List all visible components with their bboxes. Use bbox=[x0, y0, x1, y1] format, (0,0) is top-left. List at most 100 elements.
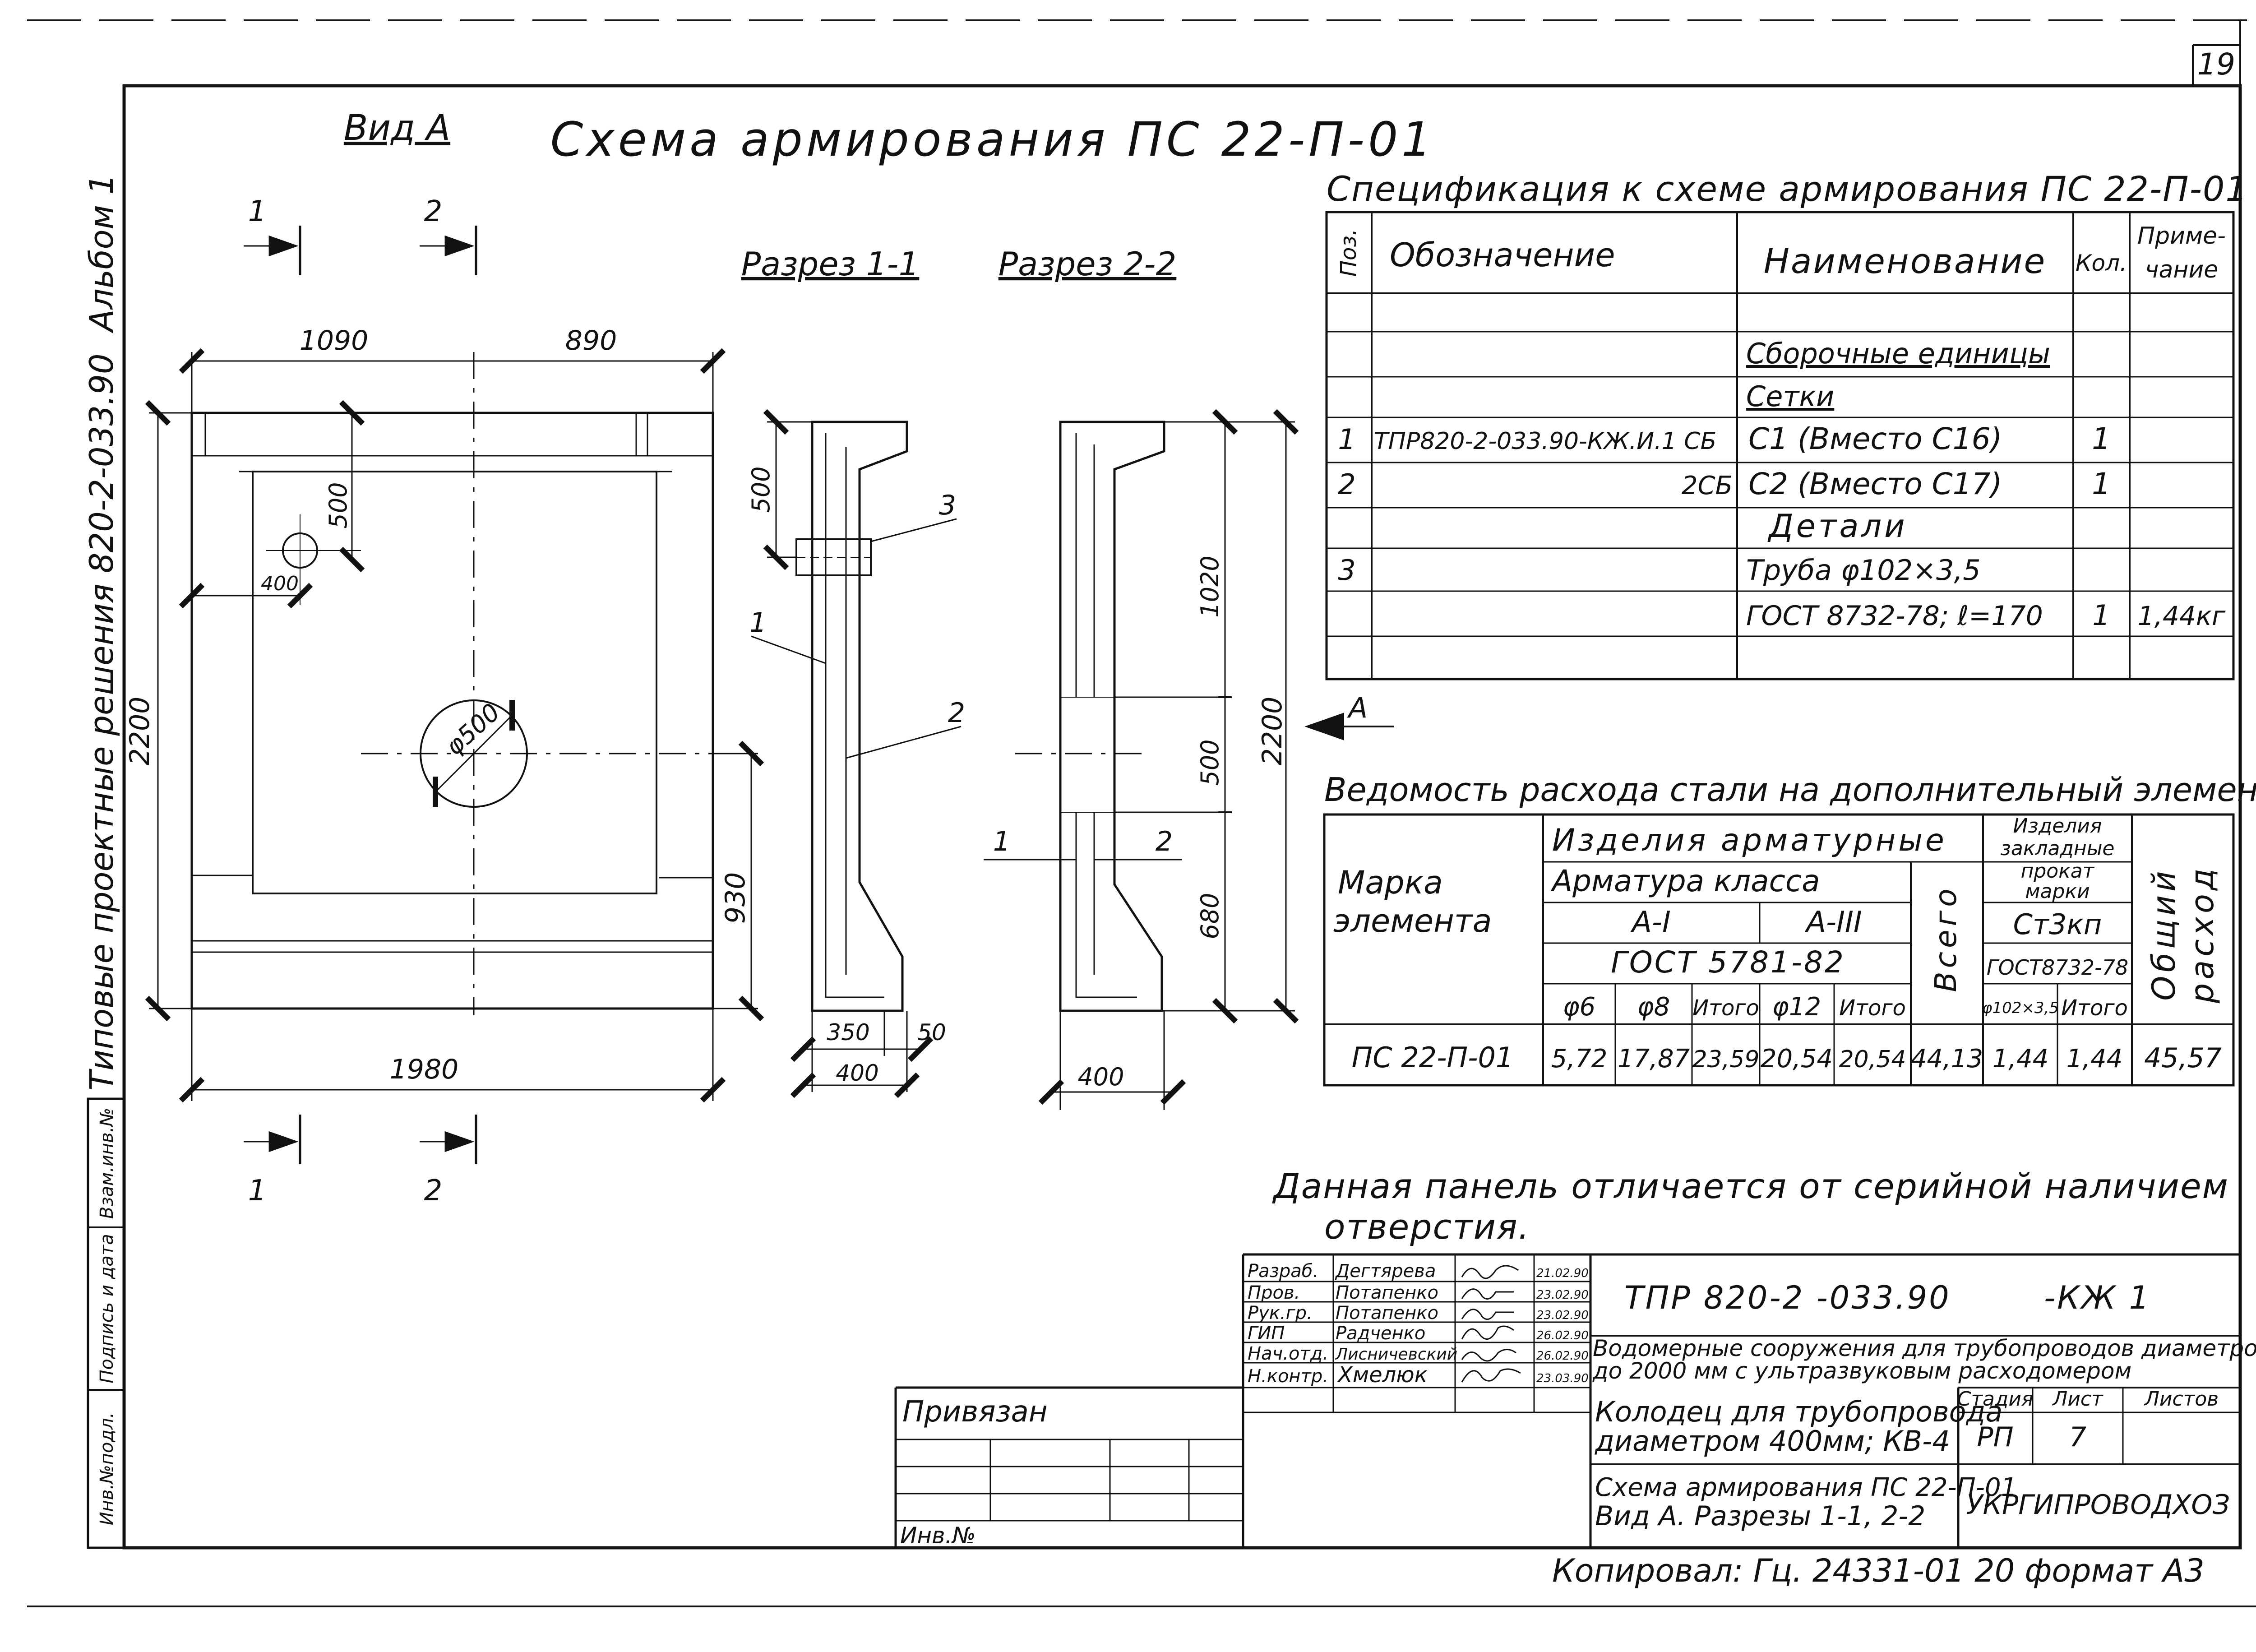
series-label: Типовые проектные решения 820-2-033.90 bbox=[83, 353, 120, 1090]
steel-val-f102: 1,44 bbox=[1992, 1044, 2049, 1074]
section1-callout-1: 1 bbox=[749, 607, 767, 639]
stamp-stage: РП bbox=[1977, 1421, 2013, 1453]
steel-mark-header1: Марка bbox=[1338, 864, 1443, 901]
steel-group-embedded2: закладные bbox=[2000, 837, 2114, 860]
steel-group-rolled1: прокат bbox=[2021, 860, 2095, 883]
stamp-project-line1: Водомерные сооружения для трубопроводов … bbox=[1593, 1335, 2256, 1361]
steel-title: Ведомость расхода стали на дополнительны… bbox=[1324, 771, 2256, 809]
stamp-name-3: Радченко bbox=[1336, 1323, 1425, 1344]
steel-total-all: Всего bbox=[1928, 885, 1963, 992]
view-a-arrow-label: A bbox=[1347, 691, 1368, 724]
steel-group-st3kp: Ст3кп bbox=[2013, 908, 2102, 941]
stamp-object-line2: диаметром 400мм; КВ-4 bbox=[1595, 1425, 1950, 1458]
steel-total-overall2: расход bbox=[2184, 865, 2221, 1004]
steel-val-total3: 1,44 bbox=[2066, 1044, 2123, 1074]
spec-header-note2: чание bbox=[2145, 256, 2218, 283]
stamp-sheet: 7 bbox=[2069, 1421, 2086, 1453]
steel-val-f8: 17,87 bbox=[1618, 1044, 1690, 1074]
main-title: Схема армирования ПС 22-П-01 bbox=[550, 112, 1435, 167]
spec-header-name: Наименование bbox=[1764, 241, 2047, 281]
spec-row-1-pos: 1 bbox=[1338, 423, 1355, 456]
steel-group-embedded1: Изделия bbox=[2013, 814, 2102, 838]
stamp-role-5: Н.контр. bbox=[1248, 1366, 1328, 1387]
spec-row-1-name: С1 (Вместо С16) bbox=[1748, 421, 2002, 456]
spec-row-2-qty: 1 bbox=[2092, 467, 2111, 501]
stamp-date-3: 26.02.90 bbox=[1536, 1329, 1589, 1342]
stamp-name-2: Потапенко bbox=[1336, 1303, 1438, 1323]
section2-callout-2: 2 bbox=[1156, 826, 1173, 857]
view-a-dim-400: 400 bbox=[261, 572, 299, 595]
stamp-role-1: Пров. bbox=[1248, 1282, 1300, 1303]
stamp-name-1: Потапенко bbox=[1336, 1282, 1438, 1303]
cut-mark-2-top: 2 bbox=[424, 195, 443, 228]
stamp-name-5: Хмелюк bbox=[1336, 1362, 1428, 1388]
section-1-1-title: Разрез 1-1 bbox=[741, 245, 920, 283]
stamp-stage-header: Стадия bbox=[1957, 1388, 2034, 1411]
spec-row-1-code: ТПР820-2-033.90-КЖ.И.1 СБ bbox=[1374, 428, 1716, 455]
steel-sub-f8: φ8 bbox=[1637, 992, 1670, 1022]
stamp-doc-code: ТПР 820-2 -033.90 bbox=[1624, 1279, 1951, 1316]
steel-val-f12: 20,54 bbox=[1761, 1044, 1833, 1074]
steel-val-f6: 5,72 bbox=[1551, 1044, 1608, 1074]
stamp-doc-suffix: -КЖ 1 bbox=[2044, 1279, 2151, 1316]
stamp-object-line1: Колодец для трубопровода bbox=[1595, 1395, 2002, 1428]
view-a-dim-1980: 1980 bbox=[390, 1054, 459, 1085]
spec-header-code: Обозначение bbox=[1390, 236, 1615, 274]
strip-cell-inv: Инв.№подл. bbox=[97, 1412, 117, 1526]
steel-val-total1: 23,59 bbox=[1692, 1046, 1760, 1073]
stamp-inv: Инв.№ bbox=[900, 1522, 975, 1549]
steel-group-gost: ГОСТ 5781-82 bbox=[1611, 945, 1845, 980]
spec-header-pos: Поз. bbox=[1336, 229, 1361, 277]
stamp-sheet-header: Лист bbox=[2052, 1388, 2103, 1411]
view-a-big-hole: φ500 bbox=[440, 698, 505, 761]
stamp-role-0: Разраб. bbox=[1248, 1261, 1318, 1282]
stamp-date-0: 21.02.90 bbox=[1536, 1267, 1589, 1280]
steel-table bbox=[1323, 813, 2235, 1087]
steel-row-mark: ПС 22-П-01 bbox=[1352, 1041, 1514, 1074]
section2-dim-2200: 2200 bbox=[1257, 697, 1288, 766]
spec-rows: Сборочные единицы Сетки 1 ТПР820-2-033.9… bbox=[1338, 337, 2226, 632]
page-number: 19 bbox=[2197, 47, 2235, 82]
sheet-frame bbox=[27, 19, 2256, 1607]
section-2-2-title: Разрез 2-2 bbox=[999, 245, 1177, 283]
section2-callout-1: 1 bbox=[993, 826, 1010, 857]
steel-group-gost2: ГОСТ8732-78 bbox=[1987, 955, 2128, 980]
stamp-date-4: 26.02.90 bbox=[1536, 1349, 1589, 1363]
album-label: Альбом 1 bbox=[83, 174, 120, 333]
cut-mark-2-bottom: 2 bbox=[424, 1174, 443, 1208]
section1-dim-500: 500 bbox=[747, 466, 775, 513]
steel-sub-total3: Итого bbox=[2061, 995, 2128, 1021]
section2-dim-400: 400 bbox=[1077, 1063, 1124, 1091]
cut-mark-1-bottom: 1 bbox=[248, 1174, 267, 1208]
spec-row-1-qty: 1 bbox=[2092, 421, 2111, 456]
spec-row-4-qty: 1 bbox=[2092, 599, 2110, 632]
view-a-dim-930: 930 bbox=[720, 872, 751, 924]
spec-row-2-pos: 2 bbox=[1338, 468, 1355, 501]
spec-row-details-name: Детали bbox=[1767, 508, 1908, 545]
steel-sub-f6: φ6 bbox=[1563, 992, 1596, 1022]
steel-total-overall1: Общий bbox=[2145, 867, 2182, 1000]
stamp-sheets-header: Листов bbox=[2144, 1388, 2219, 1411]
stamp-role-4: Нач.отд. bbox=[1248, 1343, 1328, 1364]
view-a-drawing bbox=[145, 226, 764, 1164]
view-a-dim-2200: 2200 bbox=[124, 697, 156, 766]
note-line-2: отверстия. bbox=[1324, 1207, 1530, 1247]
title-block bbox=[894, 1253, 2240, 1548]
steel-val-all: 44,13 bbox=[1911, 1044, 1983, 1074]
strip-cell-inv-orig: Взам.инв.№ bbox=[97, 1108, 117, 1219]
stamp-date-2: 23.02.90 bbox=[1536, 1309, 1589, 1322]
section1-callout-2: 2 bbox=[948, 697, 965, 729]
stamp-name-0: Дегтярева bbox=[1335, 1261, 1436, 1282]
spec-row-4-name: ГОСТ 8732-78; ℓ=170 bbox=[1746, 600, 2043, 632]
section1-callout-3: 3 bbox=[939, 490, 956, 521]
stamp-sheet-title-line1: Схема армирования ПС 22-П-01 bbox=[1595, 1473, 2017, 1502]
stamp-org: УКРГИПРОВОДХОЗ bbox=[1966, 1489, 2230, 1521]
section1-dim-400: 400 bbox=[836, 1060, 878, 1086]
stamp-date-5: 23.03.90 bbox=[1536, 1372, 1589, 1385]
note-line-1: Данная панель отличается от серийной нал… bbox=[1272, 1166, 2229, 1206]
spec-header-note1: Приме- bbox=[2137, 222, 2226, 250]
stamp-name-4: Лисничевский bbox=[1335, 1345, 1457, 1364]
steel-val-overall: 45,57 bbox=[2144, 1042, 2222, 1074]
spec-header-qty: Кол. bbox=[2076, 250, 2127, 276]
section2-dim-500: 500 bbox=[1196, 739, 1224, 786]
